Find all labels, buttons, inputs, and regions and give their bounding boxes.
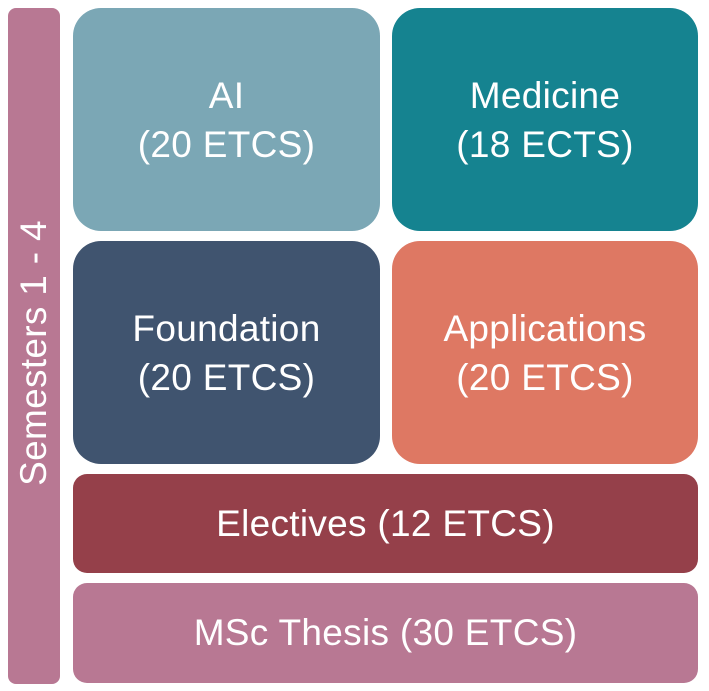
applications-module-block: Applications (20 ETCS): [392, 241, 698, 464]
foundation-module-title: Foundation: [132, 307, 321, 349]
medicine-module-block: Medicine (18 ECTS): [392, 8, 698, 231]
semesters-label: Semesters 1 - 4: [13, 220, 54, 486]
ai-module-block: AI (20 ETCS): [73, 8, 380, 231]
medicine-module-title: Medicine: [469, 74, 621, 116]
electives-label: Electives (12 ETCS): [216, 502, 555, 544]
msc-thesis-bar: MSc Thesis (30 ETCS): [73, 583, 698, 683]
medicine-module-credits: (18 ECTS): [456, 123, 634, 165]
electives-bar: Electives (12 ETCS): [73, 474, 698, 573]
semesters-sidebar: Semesters 1 - 4: [8, 8, 60, 684]
ai-module-title: AI: [208, 74, 245, 116]
ai-module-credits: (20 ETCS): [137, 123, 316, 165]
foundation-module-block: Foundation (20 ETCS): [73, 241, 380, 464]
applications-module-title: Applications: [443, 307, 647, 349]
msc-thesis-label: MSc Thesis (30 ETCS): [193, 612, 578, 653]
applications-module-credits: (20 ETCS): [456, 356, 634, 398]
foundation-module-credits: (20 ETCS): [137, 356, 316, 398]
